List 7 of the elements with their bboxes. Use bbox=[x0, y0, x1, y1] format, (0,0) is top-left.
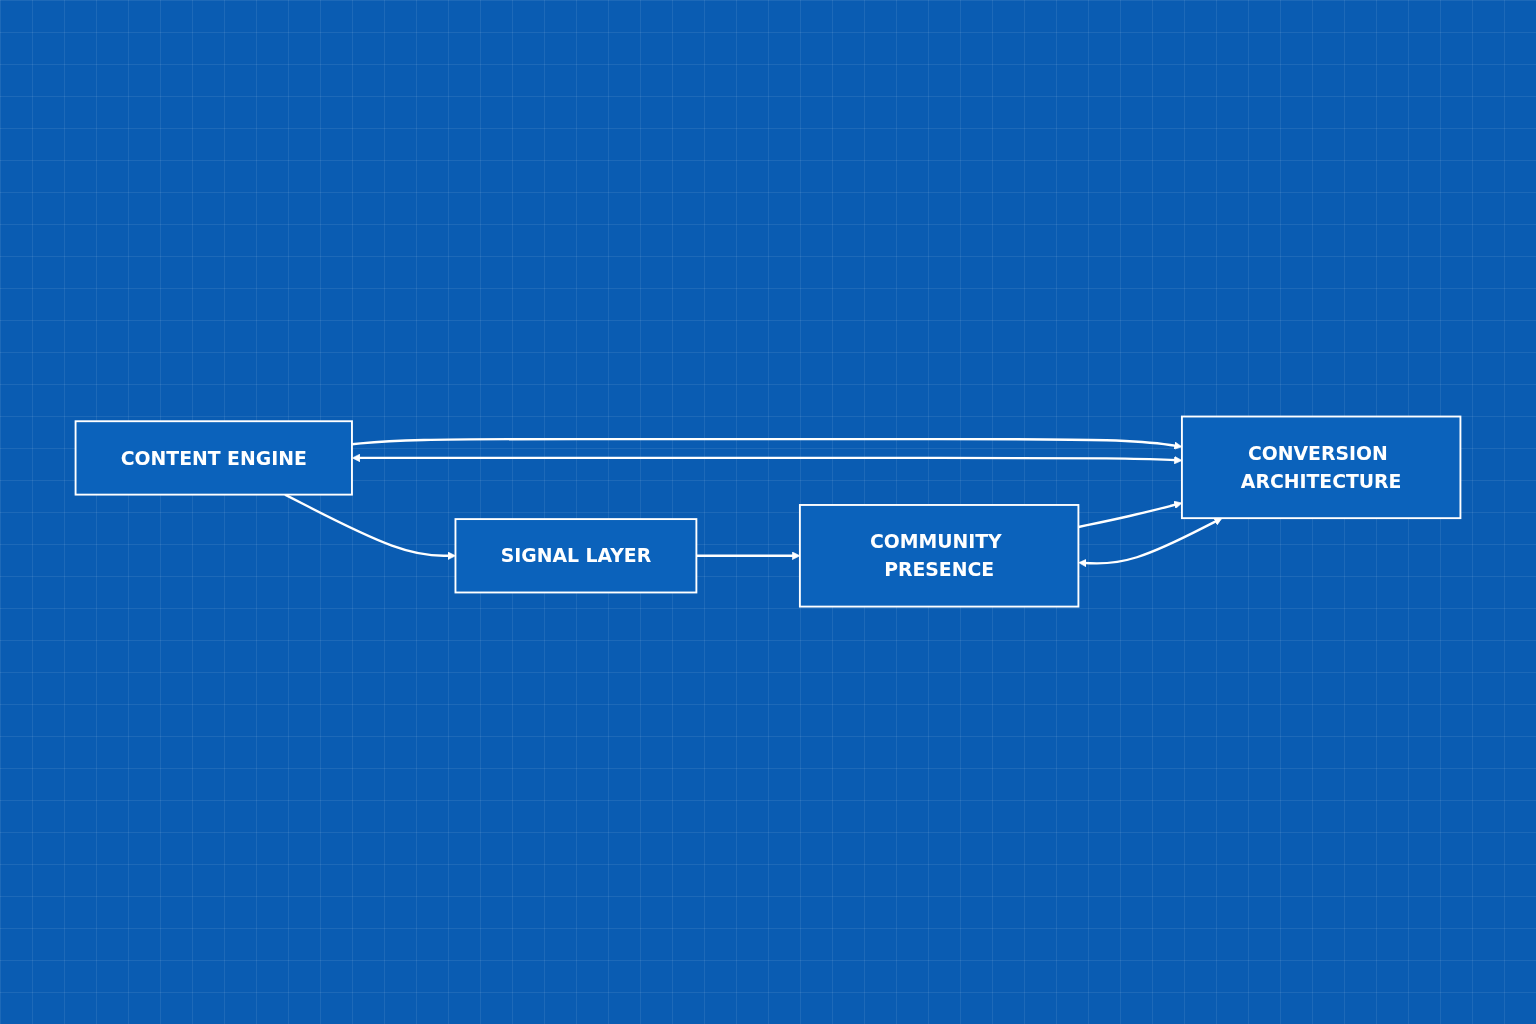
flow-diagram: CONTENT ENGINE SIGNAL LAYER COMMUNITY PRESENCE CONVERSION ARCHITECTURE bbox=[68, 409, 1468, 615]
node-box bbox=[1180, 416, 1462, 520]
node-box bbox=[454, 518, 698, 594]
node-box bbox=[798, 504, 1080, 608]
node-box bbox=[74, 420, 353, 496]
arrow bbox=[284, 494, 456, 561]
arrow bbox=[1078, 518, 1223, 568]
